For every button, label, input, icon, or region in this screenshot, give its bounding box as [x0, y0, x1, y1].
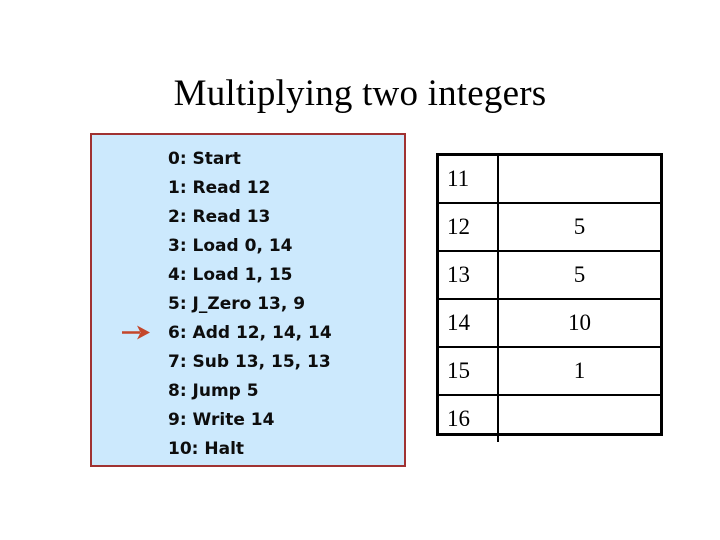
program-line-current: 6: Add 12, 14, 14	[168, 319, 400, 348]
memory-table: 11 12 5 13 5 14 10 15 1	[436, 153, 663, 442]
memory-value-cell: 1	[497, 346, 660, 396]
program-line-label: 4: Load 1, 15	[168, 265, 293, 285]
table-row: 15 1	[439, 346, 660, 396]
program-line: 8: Jump 5	[168, 377, 400, 406]
page-title: Multiplying two integers	[173, 73, 547, 114]
memory-address-cell: 15	[439, 346, 499, 396]
memory-address-cell: 13	[439, 250, 499, 300]
memory-address-cell: 11	[439, 156, 499, 204]
program-line-label: 3: Load 0, 14	[168, 236, 293, 256]
program-line-label: 1: Read 12	[168, 178, 271, 198]
program-line-label: 0: Start	[168, 149, 241, 169]
program-line: 0: Start	[168, 145, 400, 174]
program-line-label: 2: Read 13	[168, 207, 271, 227]
program-line-label: 9: Write 14	[168, 410, 275, 430]
memory-value-cell	[497, 156, 660, 204]
memory-value-cell	[497, 394, 660, 442]
program-line: 3: Load 0, 14	[168, 232, 400, 261]
memory-address-cell: 12	[439, 202, 499, 252]
program-line: 5: J_Zero 13, 9	[168, 290, 400, 319]
table-row: 11	[439, 156, 660, 204]
program-line-label: 8: Jump 5	[168, 381, 259, 401]
program-listing-panel: 0: Start 1: Read 12 2: Read 13 3: Load 0…	[90, 133, 406, 467]
program-line-label: 7: Sub 13, 15, 13	[168, 352, 331, 372]
table-row: 14 10	[439, 298, 660, 348]
program-line: 10: Halt	[168, 435, 400, 464]
program-line-label: 5: J_Zero 13, 9	[168, 294, 306, 314]
program-line: 1: Read 12	[168, 174, 400, 203]
memory-address-cell: 16	[439, 394, 499, 442]
program-listing: 0: Start 1: Read 12 2: Read 13 3: Load 0…	[168, 145, 400, 464]
program-line: 2: Read 13	[168, 203, 400, 232]
table-row: 12 5	[439, 202, 660, 252]
program-line: 7: Sub 13, 15, 13	[168, 348, 400, 377]
program-line-label: 10: Halt	[168, 439, 245, 459]
program-line: 9: Write 14	[168, 406, 400, 435]
table-row: 13 5	[439, 250, 660, 300]
program-line-label: 6: Add 12, 14, 14	[168, 323, 332, 343]
memory-address-cell: 14	[439, 298, 499, 348]
table-row: 16	[439, 394, 660, 442]
memory-value-cell: 5	[497, 250, 660, 300]
memory-value-cell: 5	[497, 202, 660, 252]
memory-value-cell: 10	[497, 298, 660, 348]
program-line: 4: Load 1, 15	[168, 261, 400, 290]
